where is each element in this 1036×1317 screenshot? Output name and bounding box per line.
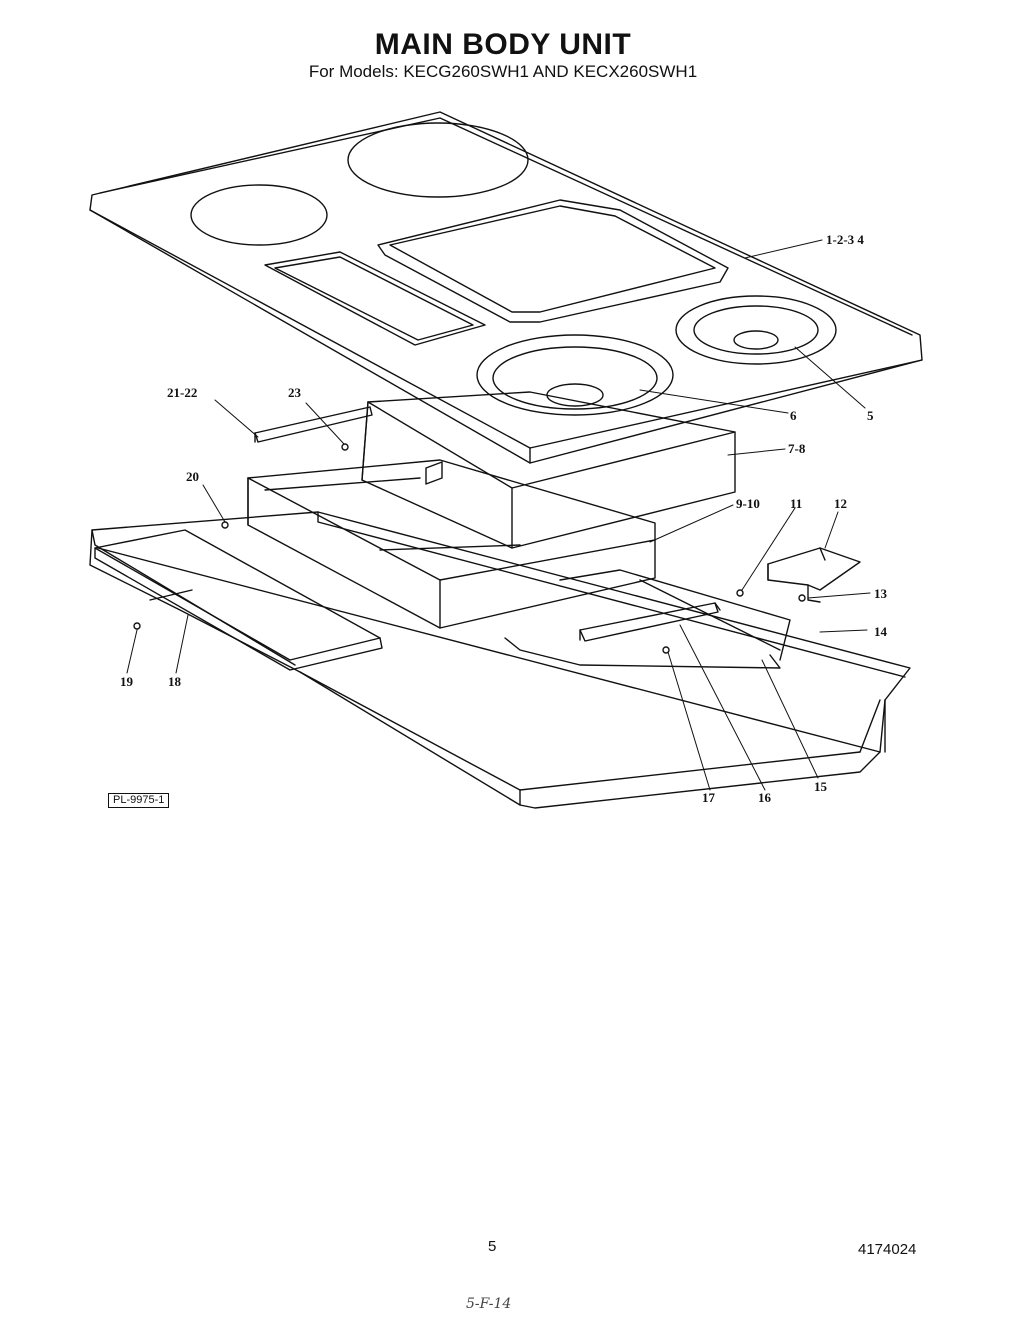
callout-label: 14	[874, 624, 888, 639]
upper-box	[361, 391, 736, 549]
screw-11	[736, 589, 744, 597]
callout-label: 15	[814, 779, 828, 794]
callout-label: 16	[758, 790, 772, 805]
insulation-sheet	[504, 579, 781, 669]
cooktop-top-panel	[89, 111, 923, 464]
screw-23	[341, 443, 349, 451]
handwritten-note: 5-F-14	[466, 1296, 512, 1312]
support-channel	[579, 602, 721, 642]
front-strip	[94, 529, 383, 671]
page-subtitle: For Models: KECG260SWH1 AND KECX260SWH1	[308, 62, 698, 81]
callout-label: 9-10	[736, 496, 760, 511]
callout-label: 5	[867, 408, 874, 423]
rear-strip	[254, 406, 373, 443]
callout-label: 1-2-3 4	[826, 232, 864, 247]
page-number: 5	[488, 1238, 497, 1255]
callout-labels: 1-2-3 4 5 6 7-8 9-10 11 12 13 14 15 16 1…	[120, 232, 888, 805]
bracket	[767, 547, 861, 603]
callout-label: 6	[790, 408, 797, 423]
callout-label: 20	[186, 469, 199, 484]
lower-box	[247, 459, 656, 629]
callout-label: 23	[288, 385, 302, 400]
callout-label: 21-22	[167, 385, 197, 400]
callout-label: 11	[790, 496, 802, 511]
document-number: 4174024	[858, 1241, 917, 1258]
screw-20	[221, 521, 229, 529]
callout-label: 17	[702, 790, 716, 805]
plate-id-label: PL-9975-1	[108, 793, 170, 808]
page-title: MAIN BODY UNIT	[374, 28, 632, 61]
screw-17	[662, 646, 670, 654]
callout-label: 13	[874, 586, 888, 601]
screw-19	[133, 622, 141, 630]
callout-label: 7-8	[788, 441, 806, 456]
base-pan	[89, 511, 911, 809]
callout-label: 18	[168, 674, 182, 689]
callout-label: 19	[120, 674, 134, 689]
leader-lines	[126, 239, 871, 791]
callout-label: 12	[834, 496, 847, 511]
